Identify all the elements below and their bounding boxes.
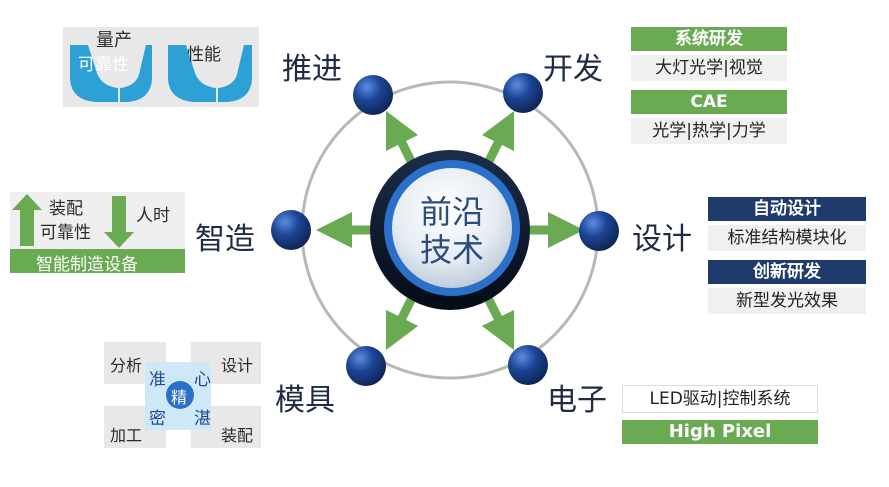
mold-text-xin: 心 [194,370,211,390]
push-text-reliability: 可靠性 [78,55,129,75]
manufacture-diagram [10,192,185,273]
node-label-develop: 开发 [543,52,603,87]
arrow-up-icon [12,194,42,246]
node-label-electronics: 电子 [547,383,607,418]
arrows [316,110,584,351]
node-push [353,75,393,115]
manufacture-text-reliability: 可靠性 [40,223,91,243]
design-header-innovation: 创新研发 [708,260,866,284]
node-develop [503,73,543,113]
push-text-production: 量产 [96,30,132,51]
mold-text-machining: 加工 [110,426,143,445]
mold-text-analysis: 分析 [110,356,143,375]
arrow-develop [481,110,515,168]
push-text-performance: 性能 [187,45,221,65]
mold-text-design: 设计 [221,356,254,375]
node-label-push: 推进 [282,52,342,87]
arrow-electronics [481,293,515,351]
arrow-mold [385,293,419,351]
node-electronics [508,345,548,385]
mold-text-zhun: 准 [149,370,166,390]
center-label-line2: 技术 [419,231,484,269]
node-design [579,211,619,251]
design-row-modular: 标准结构模块化 [708,225,866,251]
mold-text-jing: 精 [171,388,188,407]
electronics-row-led: LED驱动|控制系统 [622,385,818,413]
design-row-lighting: 新型发光效果 [708,288,866,314]
develop-row-physics: 光学|热学|力学 [631,118,787,144]
push-hands-icon [63,27,259,107]
node-label-design: 设计 [632,222,692,257]
arrow-push [385,110,419,168]
center-hub-face [392,168,512,288]
develop-row-optics: 大灯光学|视觉 [631,55,787,81]
mold-text-mi: 密 [149,409,166,429]
node-label-mold: 模具 [275,383,335,418]
develop-header-cae: CAE [631,90,787,114]
manufacture-text-equipment: 智能制造设备 [36,255,138,275]
manufacture-text-assembly: 装配 [49,199,83,219]
manufacture-text-labor: 人时 [136,206,170,226]
mold-text-assembly: 装配 [221,426,254,445]
electronics-header-highpixel: High Pixel [622,420,818,444]
node-manufacture [271,210,311,250]
arrow-down-icon [104,196,134,248]
design-header-auto: 自动设计 [708,197,866,221]
node-mold [346,346,386,386]
node-label-manufacture: 智造 [195,222,255,257]
center-label-line1: 前沿 [419,193,484,231]
jing-badge [166,381,194,409]
center-label: 前沿 技术 [402,193,502,269]
mold-text-zhan: 湛 [194,409,211,429]
develop-header-system: 系统研发 [631,27,787,51]
mold-diagram [104,342,261,448]
